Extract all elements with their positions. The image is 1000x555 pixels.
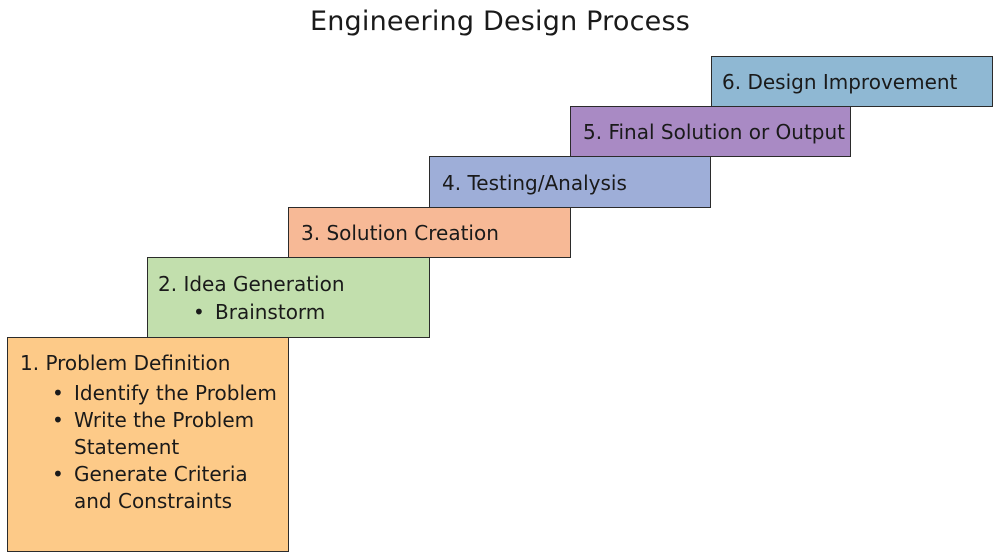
- step-testing-analysis: 4. Testing/Analysis: [429, 156, 711, 208]
- step-final-solution: 5. Final Solution or Output: [570, 106, 851, 157]
- bullet-item: Brainstorm: [193, 299, 423, 326]
- step-solution-creation: 3. Solution Creation: [288, 207, 571, 258]
- step-label: 4. Testing/Analysis: [442, 171, 627, 195]
- step-label: 3. Solution Creation: [301, 221, 499, 245]
- step-idea-generation: 2. Idea Generation Brainstorm: [147, 257, 430, 338]
- diagram-title: Engineering Design Process: [309, 6, 690, 37]
- step-label: 6. Design Improvement: [722, 70, 958, 94]
- bullet-item: Write the Problem Statement: [52, 407, 286, 461]
- bullet-list: Identify the Problem Write the Problem S…: [52, 380, 286, 515]
- step-problem-definition: 1. Problem Definition Identify the Probl…: [7, 337, 289, 552]
- step-label: 5. Final Solution or Output: [583, 120, 846, 144]
- bullet-item: Identify the Problem: [52, 380, 286, 407]
- step-label: 2. Idea Generation: [158, 272, 345, 296]
- step-design-improvement: 6. Design Improvement: [711, 56, 993, 107]
- step-label: 1. Problem Definition: [20, 351, 231, 375]
- bullet-list: Brainstorm: [193, 299, 423, 326]
- bullet-item: Generate Criteria and Constraints: [52, 461, 286, 515]
